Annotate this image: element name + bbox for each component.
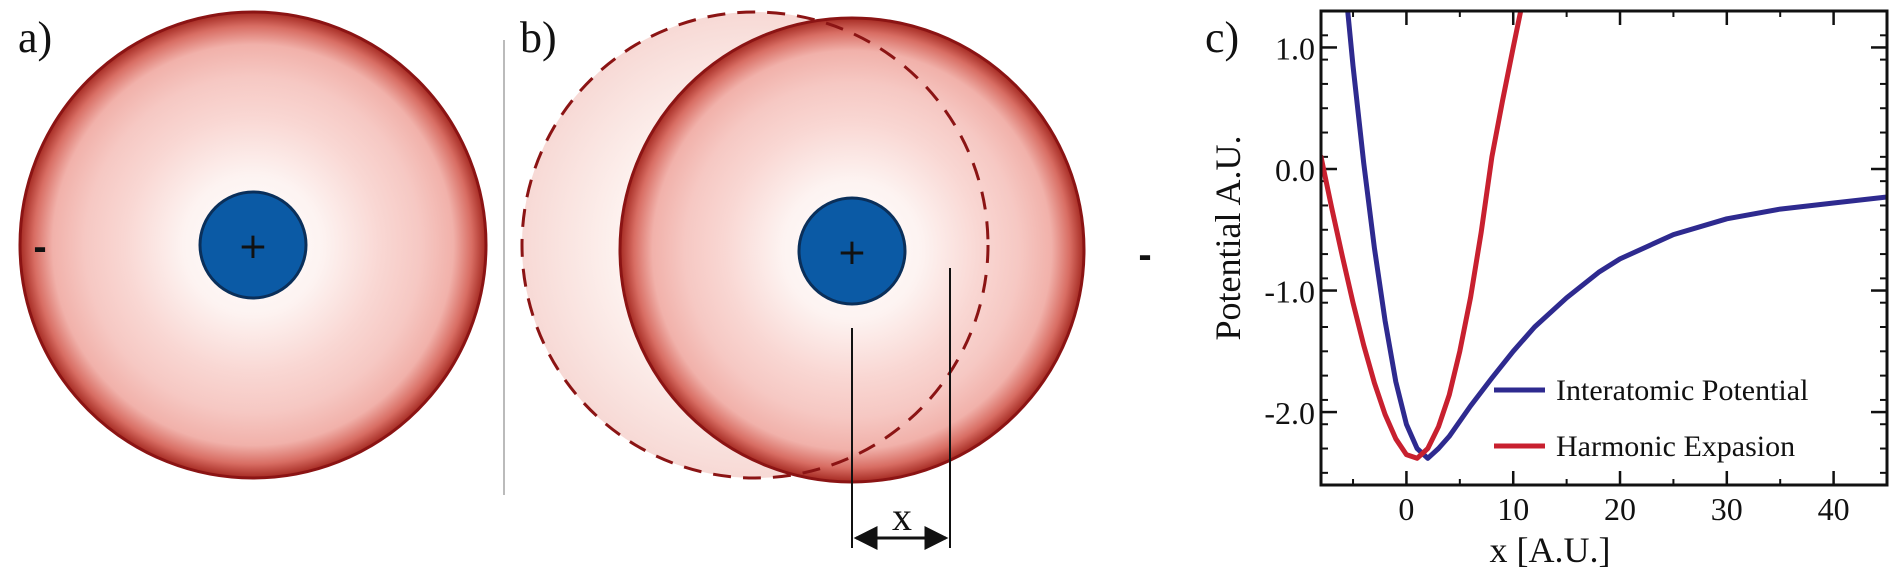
panel-c-label: c) bbox=[1205, 13, 1239, 62]
x-tick-label: 20 bbox=[1604, 491, 1636, 527]
x-tick-label: 10 bbox=[1497, 491, 1529, 527]
nucleus-plus-sign: + bbox=[238, 226, 268, 267]
shell-minus-sign: - bbox=[1138, 233, 1151, 277]
y-axis-label: Potential A.U. bbox=[1208, 136, 1248, 341]
panel-a: a) + - bbox=[18, 10, 488, 480]
x-tick-label: 0 bbox=[1398, 491, 1414, 527]
plot-area: 0 10 20 30 40 1.0 0.0 -1.0 -2.0 bbox=[1264, 11, 1888, 527]
nucleus bbox=[797, 196, 907, 306]
interatomic-potential-line bbox=[1345, 11, 1887, 461]
legend-label-harmonic: Harmonic Expasion bbox=[1556, 430, 1795, 463]
legend-label-interatomic: Interatomic Potential bbox=[1556, 374, 1808, 407]
x-axis-label: x [A.U.] bbox=[1490, 530, 1611, 570]
original-shell-outline bbox=[520, 10, 990, 480]
x-tick-label: 40 bbox=[1818, 491, 1850, 527]
harmonic-expansion-line bbox=[1321, 11, 1524, 461]
y-tick-label: 1.0 bbox=[1275, 30, 1315, 66]
nucleus-plus-sign: + bbox=[837, 232, 867, 273]
shell-minus-sign: - bbox=[33, 225, 46, 269]
panel-b-label: b) bbox=[520, 13, 557, 62]
legend: Interatomic Potential Harmonic Expasion bbox=[1494, 374, 1808, 463]
displacement-label: x bbox=[892, 494, 912, 539]
y-tick-label: -1.0 bbox=[1264, 274, 1315, 310]
y-tick-label: 0.0 bbox=[1275, 152, 1315, 188]
plot-frame bbox=[1319, 9, 1889, 487]
nucleus bbox=[198, 190, 308, 300]
panel-b: b) + - x bbox=[520, 10, 1152, 550]
x-tick-label: 30 bbox=[1711, 491, 1743, 527]
y-tick-label: -2.0 bbox=[1264, 395, 1315, 431]
panel-a-label: a) bbox=[18, 13, 52, 62]
